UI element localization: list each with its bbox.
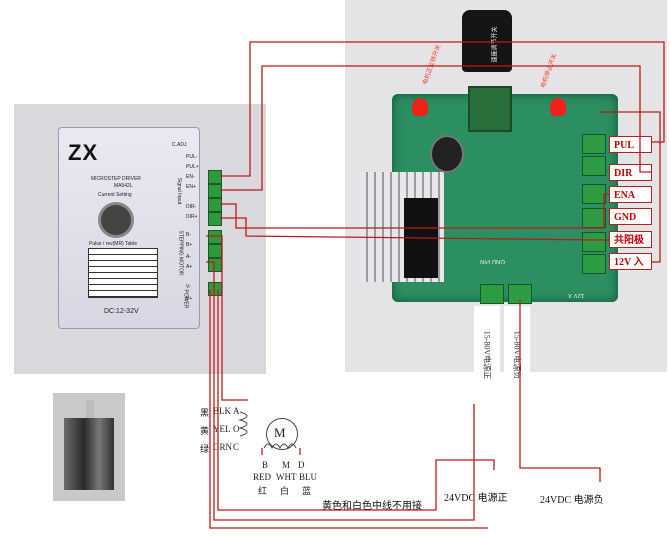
driver-terminal (208, 198, 222, 212)
speed-knob (462, 10, 512, 72)
wire-bottom-0-cn: 红 (258, 486, 268, 496)
motor-coil-bottom (263, 443, 297, 450)
wire-bottom-1-en: WHT (276, 472, 297, 482)
wire-bottom-0-pin: B (262, 460, 269, 470)
wire-left-1-cn: 黄 (200, 426, 210, 436)
red-switch-right (550, 98, 566, 116)
label-power-positive-vertical: 15-80V电源正 (474, 306, 500, 404)
driver-logo: ZX (68, 140, 99, 165)
driver-pin-pul-plus: PUL+ (186, 164, 199, 170)
wire-left-1-en: YEL (213, 424, 231, 434)
wire-bottom-1-pin: M (282, 460, 291, 470)
wire-left-2-pin: C (233, 442, 240, 452)
label-gnd: GND (609, 208, 652, 225)
label-dir: DIR (609, 164, 652, 181)
pcb-terminal-dir (582, 156, 606, 176)
label-24vdc-negative: 24VDC 电源负 (540, 495, 604, 506)
driver-pin-v-plus: V+ (186, 296, 193, 302)
wire-coil-b (206, 235, 248, 401)
driver-pin-a-plus: A+ (186, 264, 193, 270)
driver-pin-en-plus: EN+ (186, 184, 196, 190)
wire-12v (600, 111, 661, 263)
wire-bottom-1-cn: 白 (280, 486, 290, 496)
driver-pin-dir-minus: DIR- (186, 204, 197, 210)
pulse-table-title: Pulse / rev(MR) Table (89, 241, 137, 247)
red-switch-left (412, 98, 428, 116)
wire-dir (220, 65, 652, 191)
wire-left-2-en: GRN (213, 442, 233, 452)
driver-pin-en-minus: EN- (186, 174, 195, 180)
driver-voltage: DC:12-32V (104, 308, 139, 315)
driver-terminal (208, 212, 222, 226)
driver-pin-dir-plus: DIR+ (186, 214, 198, 220)
wire-bottom-2-pin: D (298, 460, 305, 470)
pcb-terminal-12v (582, 254, 606, 274)
driver-pin-pul-minus: PUL- (186, 154, 198, 160)
pcb-terminal-power-pos (480, 284, 504, 304)
current-setting-dial (98, 202, 134, 238)
wire-ena (220, 193, 609, 229)
wire-left-1-pin: O (233, 424, 240, 434)
wire-left-0-pin: A (233, 406, 240, 416)
driver-current-setting: Current Setting (98, 192, 132, 198)
motor-shaft (86, 400, 94, 420)
wire-left-0-en: BLK (213, 406, 231, 416)
wire-power-pos (209, 290, 488, 529)
label-power-negative-vertical: 15-80V电源负 (504, 306, 530, 404)
label-pul: PUL (609, 136, 652, 153)
label-12v-in: 12V 入 (609, 253, 652, 270)
potentiometer (468, 86, 512, 132)
driver-terminal (208, 170, 222, 184)
driver-pin-b-plus: B+ (186, 242, 193, 248)
wire-power-neg-right (519, 300, 601, 482)
wire-coil-a (206, 261, 475, 521)
wire-left-0-cn: 黑 (200, 408, 210, 418)
label-common-anode: 共阳极 (609, 231, 652, 248)
motor-coil-symbol (238, 411, 248, 437)
motor-note: 黄色和白色中线不用接 (322, 501, 422, 512)
wire-left-2-cn: 绿 (200, 444, 210, 454)
wire-pul (220, 41, 665, 177)
wire-bottom-0-en: RED (253, 472, 271, 482)
capacitor (430, 135, 464, 173)
motor-symbol-circle (266, 418, 298, 450)
driver-pin-a-minus: A- (186, 254, 191, 260)
driver-c-adj: C.ADJ (172, 142, 187, 148)
pcb-terminal-pul (582, 134, 606, 154)
driver-terminal (208, 184, 222, 198)
label-24vdc-positive: 24VDC 电源正 (444, 493, 508, 504)
driver-pin-b-minus: B- (186, 232, 191, 238)
pulse-table (88, 248, 158, 298)
wire-bottom-2-en: BLU (299, 472, 317, 482)
pcb-terminal-common (582, 232, 606, 252)
wire-bottom-2-cn: 蓝 (302, 486, 312, 496)
stepper-motor (64, 418, 114, 490)
driver-model-line: MICROSTEP DRIVER (91, 176, 141, 182)
wire-power-neg (217, 290, 495, 511)
wire-common (220, 217, 609, 241)
motor-symbol-letter: M (274, 425, 286, 440)
driver-model: MA542L (114, 183, 133, 189)
label-ena: ENA (609, 186, 652, 203)
driver-pin-v-minus: V- (186, 284, 191, 290)
